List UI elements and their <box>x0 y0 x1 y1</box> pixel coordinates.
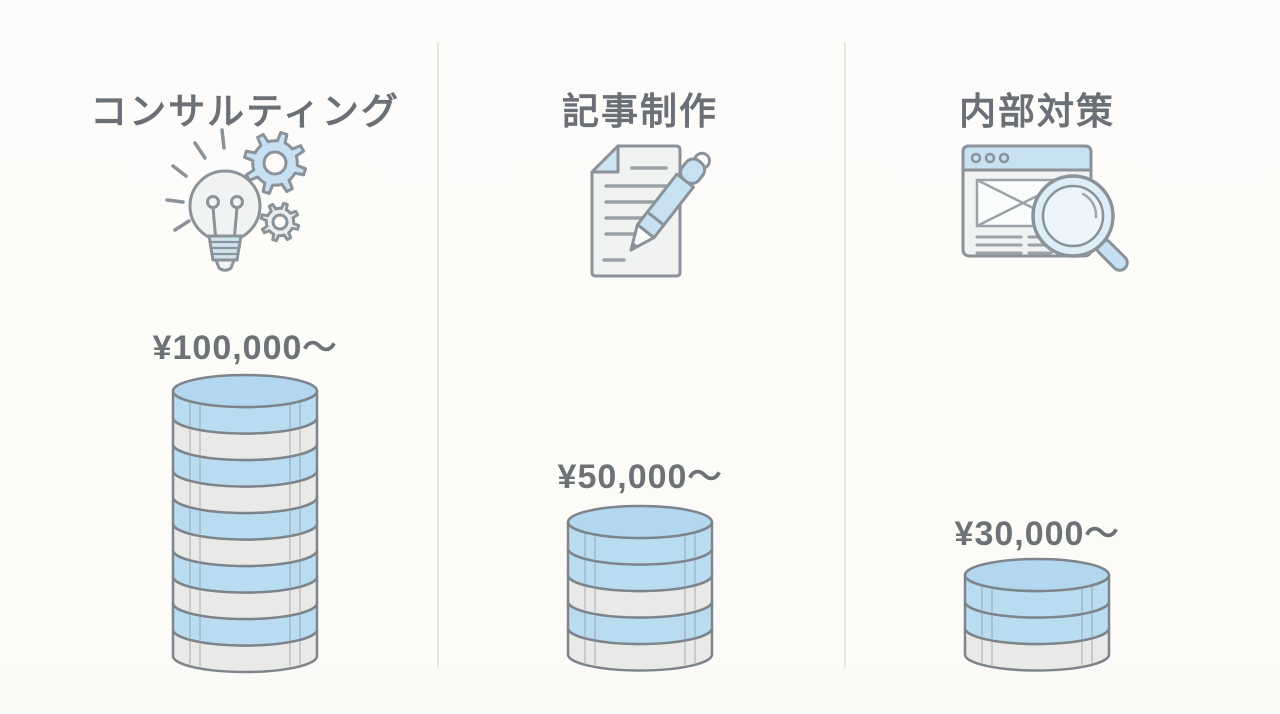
column-title: 内部対策 <box>959 90 1115 132</box>
price-label: ¥100,000〜 <box>152 329 338 367</box>
document-icon <box>590 144 682 278</box>
document-pen-icon <box>590 144 711 278</box>
magnifier-icon <box>1031 174 1129 272</box>
column-internal: 内部対策 ¥30,000〜 <box>852 0 1222 714</box>
gear-large-icon <box>243 131 307 195</box>
column-divider-1 <box>437 42 439 668</box>
column-divider-2 <box>844 42 846 668</box>
column-article: 記事制作 ¥50,000〜 <box>455 0 825 714</box>
coin-stack <box>565 504 715 678</box>
light-rays <box>165 128 226 232</box>
price-label: ¥50,000〜 <box>557 458 723 496</box>
gear-small-icon <box>259 201 301 243</box>
lightbulb-gears-icon <box>165 128 307 272</box>
column-title: コンサルティング <box>90 90 400 132</box>
column-title: 記事制作 <box>562 90 718 132</box>
price-label: ¥30,000〜 <box>954 515 1120 553</box>
coin-stack <box>962 557 1112 678</box>
browser-magnifier-icon <box>961 144 1129 272</box>
pen-icon <box>629 151 711 252</box>
column-consulting: コンサルティング <box>60 0 430 714</box>
coin-stack <box>170 373 320 679</box>
lightbulb-icon <box>188 169 262 272</box>
